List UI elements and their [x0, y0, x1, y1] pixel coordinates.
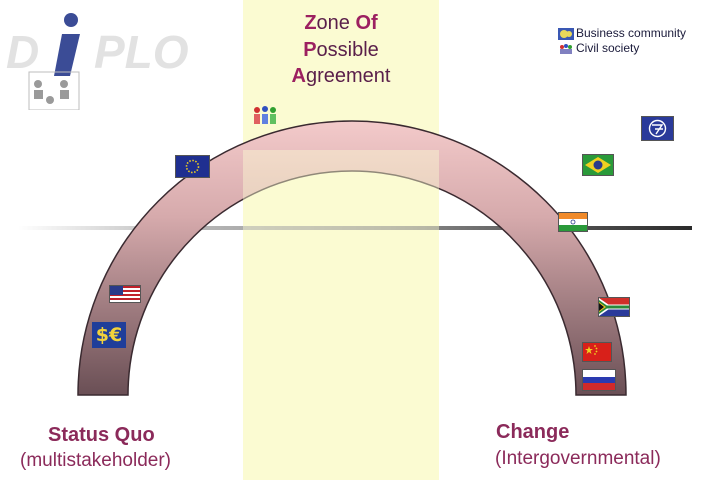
zone-of-possible-agreement-band: [243, 0, 439, 480]
zone-title-line-1: Zone Of: [243, 11, 439, 35]
legend-item-business: Business community: [558, 26, 686, 41]
south-africa-flag-icon: [599, 298, 629, 316]
status-quo-subtitle: (multistakeholder): [20, 450, 171, 471]
baseline-line: [18, 226, 692, 230]
zone-title-line-2: Possible: [243, 38, 439, 62]
change-subtitle: (Intergovernmental): [495, 448, 661, 469]
zone-a-letter: A: [291, 65, 306, 87]
dollar-euro-icon: $€: [92, 322, 126, 348]
zone-word-rest: one: [316, 12, 356, 34]
legend-business-label: Business community: [576, 26, 687, 40]
change-title: Change: [496, 421, 570, 443]
diplo-logo: D PLO: [4, 10, 204, 111]
legend-item-civil: Civil society: [558, 41, 686, 56]
zone-of-word: Of: [355, 12, 378, 34]
eu-flag-icon: [176, 156, 209, 177]
india-flag-icon: [559, 213, 587, 231]
arch-zone-overlay: [243, 150, 439, 230]
svg-text:D: D: [6, 26, 39, 78]
business-community-icon: [558, 27, 574, 40]
civil-society-marker-icon: [254, 106, 276, 124]
zone-title-line-3: Agreement: [243, 64, 439, 88]
zone-possible-rest: ossible: [316, 39, 379, 61]
svg-text:PLO: PLO: [94, 26, 189, 78]
usa-flag-icon: [110, 286, 140, 302]
zone-p-letter: P: [303, 39, 317, 61]
russia-flag-icon: [583, 370, 615, 390]
legend: Business community Civil society: [558, 26, 686, 56]
g77-logo-icon: [642, 117, 673, 140]
legend-civil-label: Civil society: [576, 41, 640, 55]
zone-agreement-rest: greement: [305, 65, 391, 87]
zone-z-letter: Z: [304, 12, 317, 34]
brazil-flag-icon: [583, 155, 613, 175]
china-flag-icon: [583, 343, 611, 361]
status-quo-title: Status Quo: [48, 424, 155, 446]
civil-society-icon: [560, 43, 572, 54]
